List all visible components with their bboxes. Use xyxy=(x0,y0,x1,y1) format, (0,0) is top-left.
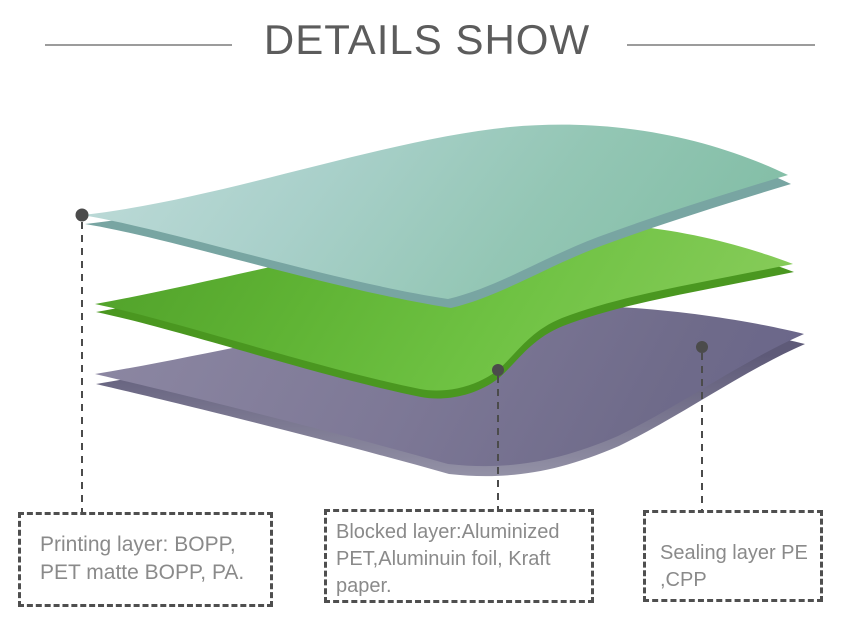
page-title: DETAILS SHOW xyxy=(263,16,591,63)
callout-label-printing-layer: Printing layer: BOPP, PET matte BOPP, PA… xyxy=(40,533,245,584)
marker-dot-sealing xyxy=(696,341,708,353)
printing-layer-sheet xyxy=(82,124,791,308)
callout-box-printing-layer: Printing layer: BOPP, PET matte BOPP, PA… xyxy=(18,512,273,607)
callout-label-blocked-layer: Blocked layer:Aluminized PET,Aluminuin f… xyxy=(336,521,560,597)
marker-dot-blocked xyxy=(492,364,504,376)
marker-dot-printing xyxy=(75,208,89,222)
title-divider-left xyxy=(45,44,232,46)
title-divider-right xyxy=(627,44,815,46)
callout-box-sealing-layer: Sealing layer PE ,CPP xyxy=(643,510,823,602)
callout-box-blocked-layer: Blocked layer:Aluminized PET,Aluminuin f… xyxy=(324,509,594,603)
callout-label-sealing-layer: Sealing layer PE ,CPP xyxy=(660,542,808,591)
printing-layer-surface xyxy=(82,124,788,299)
